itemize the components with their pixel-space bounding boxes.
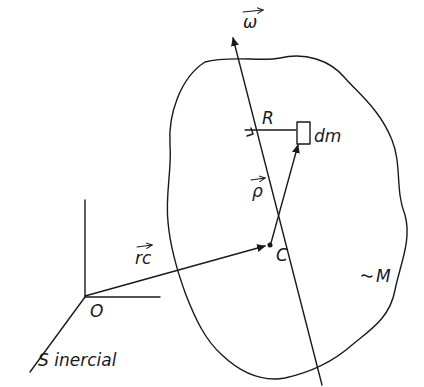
radius-label: R: [262, 110, 274, 127]
relative-position-label: ρ: [252, 183, 263, 200]
position-vector-label: rc: [135, 250, 151, 267]
mass-label: M: [376, 268, 391, 285]
origin-label: O: [90, 303, 103, 320]
center-of-mass-label: C: [276, 247, 288, 264]
mass-element-label: dm: [314, 128, 341, 145]
frame-label: S inercial: [38, 352, 116, 369]
angular-velocity-label: ω: [243, 14, 257, 31]
